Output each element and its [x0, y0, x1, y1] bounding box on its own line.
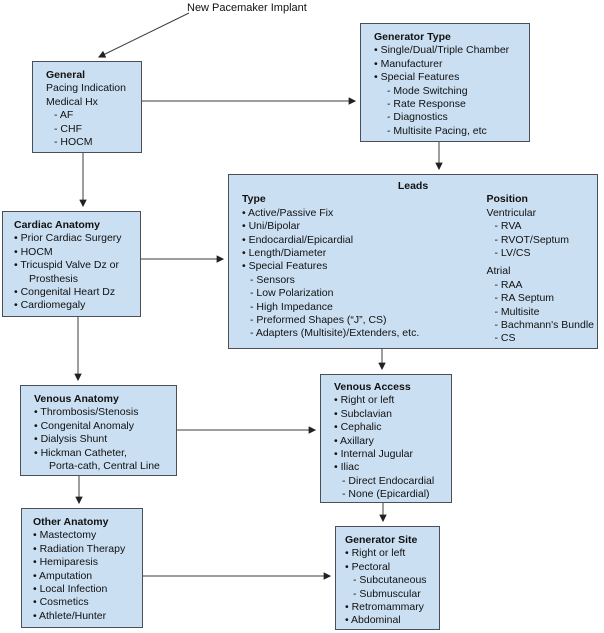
node-line: • Manufacturer [374, 57, 443, 70]
node-line: • Dialysis Shunt [34, 433, 108, 446]
node-line: • Hickman Catheter, [34, 446, 127, 459]
node-title: Venous Anatomy [34, 393, 119, 405]
node-line: • Retromammary [345, 601, 424, 614]
node-line: • Uni/Bipolar [242, 220, 300, 233]
node-line: - LV/CS [494, 247, 531, 260]
node-line: • HOCM [14, 245, 53, 258]
node-line: Porta-cath, Central Line [49, 460, 160, 473]
node-line: • Single/Dual/Triple Chamber [374, 44, 510, 57]
node-title: Other Anatomy [33, 516, 109, 528]
node-line: - Submuscular [353, 587, 421, 600]
node-title: Generator Site [345, 534, 418, 546]
edge-root-to-general [97, 12, 190, 58]
node-line: • Congenital Heart Dz [14, 286, 116, 299]
node-line: • Special Features [374, 71, 460, 84]
node-line: - Sensors [250, 273, 295, 286]
node-line: • Radiation Therapy [33, 542, 126, 555]
node-title: Leads [397, 180, 429, 192]
node-line: • Cosmetics [33, 596, 89, 609]
node-venous-anatomy: Venous Anatomy • Thrombosis/Stenosis • C… [20, 385, 177, 476]
node-title: General [46, 69, 86, 81]
node-line: - Multisite Pacing, etc [387, 124, 487, 137]
node-line: • Special Features [242, 260, 328, 273]
node-line: - RA Septum [494, 292, 555, 305]
node-line: Medical Hx [46, 95, 98, 108]
node-line: - CHF [54, 122, 82, 135]
node-line: • Mastectomy [33, 529, 97, 542]
node-line: Prosthesis [29, 272, 79, 285]
node-line: - Bachmann's Bundle [494, 319, 594, 332]
node-line: • Iliac [334, 461, 360, 474]
node-leads: Leads Type • Active/Passive Fix • Uni/Bi… [228, 174, 598, 349]
node-line: - RVOT/Septum [494, 233, 570, 246]
node-line: - High Impedance [250, 300, 333, 313]
node-line: • Abdominal [345, 614, 401, 627]
leads-position-heading: Position [486, 193, 528, 206]
node-line: • Internal Jugular [334, 448, 413, 461]
node-line: • Pectoral [345, 560, 391, 573]
node-line: - Direct Endocardial [342, 474, 435, 487]
node-line: - Preformed Shapes (“J”, CS) [250, 314, 387, 327]
node-line: - RVA [494, 220, 522, 233]
node-line: • Hemiparesis [33, 556, 98, 569]
node-other-anatomy: Other Anatomy • Mastectomy • Radiation T… [21, 508, 143, 628]
leads-position-column: Position Ventricular - RVA - RVOT/Septum… [487, 193, 594, 345]
node-line: • Cephalic [334, 421, 382, 434]
leads-atrial-label: Atrial [486, 265, 511, 278]
node-line: - None (Epicardial) [342, 488, 430, 501]
node-line: • Athlete/Hunter [33, 609, 107, 622]
node-line: Pacing Indication [46, 82, 126, 95]
node-line: - Adapters (Multisite)/Extenders, etc. [250, 327, 420, 340]
node-line: • Subclavian [334, 407, 392, 420]
node-line: - Diagnostics [387, 111, 448, 124]
node-title: Cardiac Anatomy [14, 219, 100, 231]
node-generator-type: Generator Type • Single/Dual/Triple Cham… [360, 23, 530, 142]
node-line: • Local Infection [33, 583, 108, 596]
node-line: • Amputation [33, 569, 93, 582]
node-line: - Rate Response [387, 98, 466, 111]
node-line: • Thrombosis/Stenosis [34, 406, 139, 419]
node-line: • Active/Passive Fix [242, 206, 334, 219]
node-line: - RAA [494, 278, 523, 291]
node-generator-site: Generator Site • Right or left • Pectora… [335, 526, 440, 630]
node-line: • Congenital Anomaly [34, 419, 134, 432]
node-venous-access: Venous Access • Right or left • Subclavi… [320, 374, 452, 503]
node-cardiac-anatomy: Cardiac Anatomy • Prior Cardiac Surgery … [2, 211, 141, 317]
leads-type-heading: Type [242, 193, 266, 206]
node-line: • Tricuspid Valve Dz or [14, 259, 120, 272]
node-line: • Endocardial/Epicardial [242, 233, 354, 246]
node-line: • Right or left [334, 394, 395, 407]
node-title: Venous Access [334, 381, 411, 393]
node-title: Generator Type [374, 31, 451, 43]
node-line: - CS [494, 332, 516, 345]
node-line: • Right or left [345, 547, 406, 560]
node-line: - Mode Switching [387, 84, 468, 97]
node-line: - HOCM [54, 136, 93, 149]
leads-type-column: Type • Active/Passive Fix • Uni/Bipolar … [242, 193, 487, 345]
root-label: New Pacemaker Implant [187, 2, 307, 14]
leads-ventricular-label: Ventricular [486, 206, 537, 219]
node-line: - Low Polarization [250, 287, 334, 300]
node-line: • Length/Diameter [242, 247, 327, 260]
node-line: • Cardiomegaly [14, 299, 86, 312]
node-line: - Multisite [494, 305, 540, 318]
node-line: - AF [54, 109, 74, 122]
node-general: General Pacing Indication Medical Hx - A… [32, 61, 142, 153]
node-line: • Prior Cardiac Surgery [14, 232, 122, 245]
node-line: • Axillary [334, 434, 374, 447]
node-line: - Subcutaneous [353, 574, 427, 587]
